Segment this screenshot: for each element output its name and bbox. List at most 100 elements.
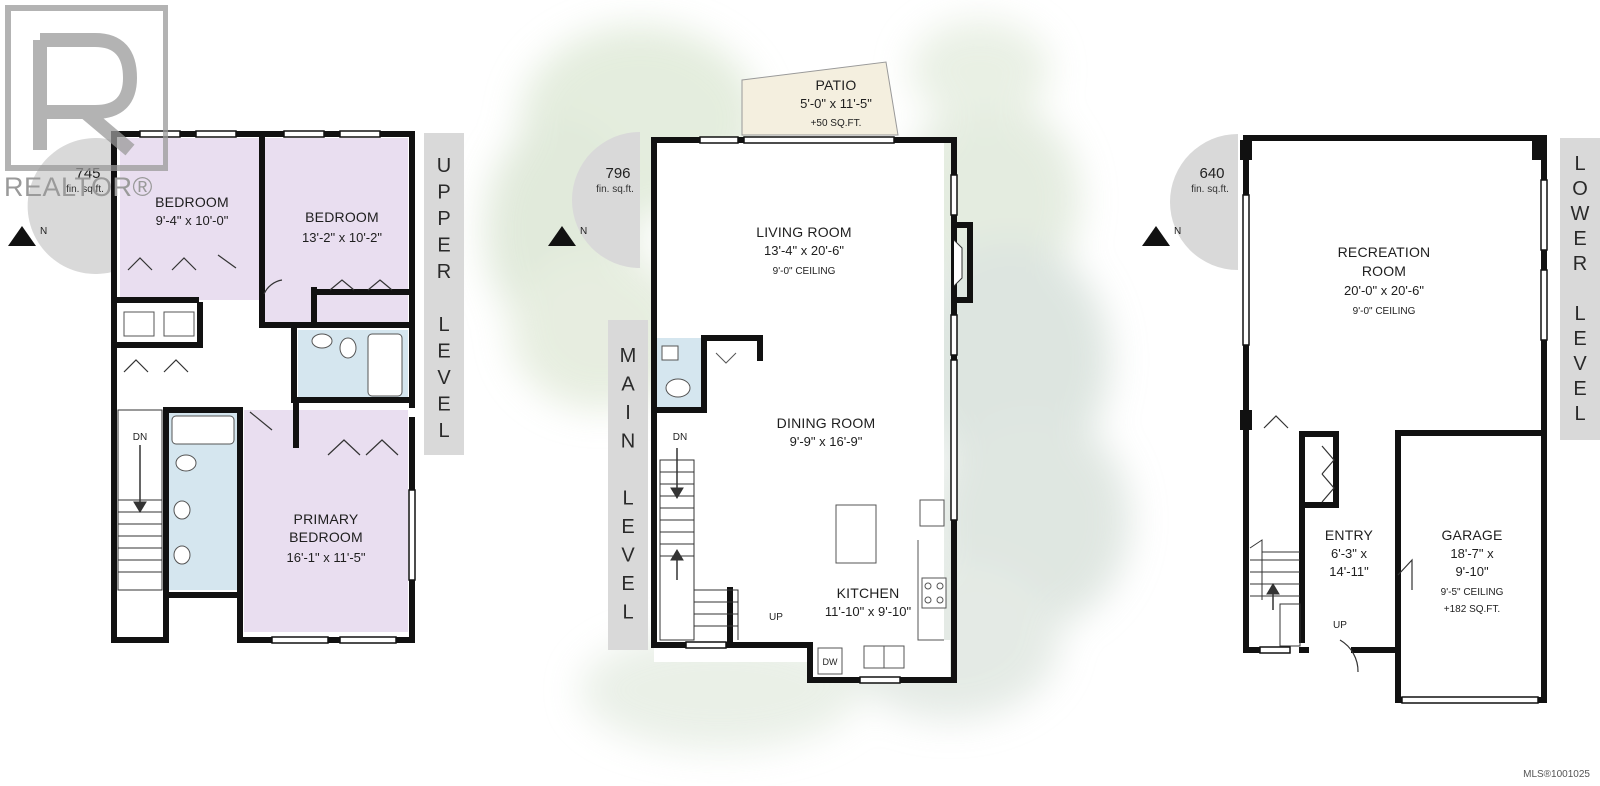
realtor-watermark-text: REALTOR® (4, 172, 153, 202)
fireplace-icon (953, 239, 963, 287)
upper-level-letter: P (437, 208, 450, 230)
upper-level-letter: L (438, 420, 449, 442)
main-level-letter: E (621, 573, 634, 595)
main-sqft-badge: 796 fin. sq.ft. N (548, 132, 640, 268)
upper-closet-doors (123, 254, 399, 456)
bedroom-1-name: BEDROOM (155, 194, 229, 210)
lower-level-letter: W (1571, 203, 1590, 225)
patio-fill (741, 61, 899, 136)
main-north-label: N (580, 226, 587, 237)
lower-windows (1242, 179, 1548, 704)
upper-level-letter: E (437, 341, 450, 363)
upper-sqft-badge: 745 fin. sq.ft. N (8, 138, 112, 274)
lower-north-label: N (1174, 226, 1181, 237)
bedroom-2-fill (262, 138, 408, 328)
entry-name: ENTRY (1325, 527, 1374, 543)
recreation-room-ceiling: 9'-0" CEILING (1353, 306, 1416, 317)
garage-dimensions-1: 18'-7" x (1450, 546, 1494, 561)
north-arrow-icon (8, 226, 36, 246)
mls-number: MLS®1001025 (1523, 769, 1590, 780)
lower-doors (1263, 415, 1413, 673)
realtor-logo (5, 5, 168, 171)
lower-level-letter: E (1573, 378, 1586, 400)
garage-ceiling: 9'-5" CEILING (1441, 587, 1504, 598)
upper-stair (117, 409, 163, 591)
upper-north-label: N (40, 226, 47, 237)
main-level-letter: M (620, 345, 637, 367)
upper-level-letter: E (437, 235, 450, 257)
main-level-letter: L (622, 488, 633, 510)
upper-level-letter: E (437, 394, 450, 416)
living-room-dimensions: 13'-4" x 20'-6" (764, 243, 844, 258)
kitchen-dimensions: 11'-10" x 9'-10" (825, 604, 912, 619)
upper-level-letter: R (437, 261, 451, 283)
main-level-letter: L (622, 602, 633, 624)
lower-level-letter: E (1573, 328, 1586, 350)
lower-level-letter: R (1573, 253, 1587, 275)
living-room-ceiling: 9'-0" CEILING (773, 266, 836, 277)
upper-level-letter: V (437, 367, 451, 389)
main-level-letter: E (621, 516, 634, 538)
patio-name: PATIO (816, 77, 857, 93)
patio-dimensions: 5'-0" x 11'-5" (800, 96, 872, 111)
living-room-name: LIVING ROOM (756, 224, 852, 240)
north-arrow-icon (548, 226, 576, 246)
garage-dimensions-2: 9'-10" (1455, 564, 1489, 579)
primary-bedroom-dimensions: 16'-1" x 11'-5" (287, 550, 366, 565)
main-level-letter: A (621, 374, 635, 396)
lower-level-label-bar (1560, 138, 1600, 440)
primary-bedroom-name-2: BEDROOM (289, 529, 363, 545)
bedroom-2-dimensions: 13'-2" x 10'-2" (302, 230, 382, 245)
main-stair-dn-label: DN (673, 432, 687, 443)
upper-walls (111, 131, 415, 643)
lower-level-letter: L (1574, 403, 1585, 425)
lower-stair (1249, 539, 1301, 647)
main-stair (659, 448, 739, 641)
lower-level-letter: O (1572, 178, 1588, 200)
upper-stair-label: DN (133, 432, 147, 443)
entry-dimensions-2: 14'-11" (1329, 564, 1369, 579)
main-level-letter: I (625, 402, 631, 424)
kitchen-name: KITCHEN (837, 585, 900, 601)
lower-sqft-badge: 640 fin. sq.ft. N (1142, 134, 1238, 270)
garage-extra-area: +182 SQ.FT. (1444, 604, 1500, 615)
entry-dimensions-1: 6'-3" x (1331, 546, 1367, 561)
north-arrow-icon (1142, 226, 1170, 246)
dishwasher-label: DW (823, 657, 838, 667)
main-level-letter: V (621, 545, 635, 567)
upper-level-label-bar (424, 133, 464, 455)
lower-stair-up-label: UP (1333, 620, 1347, 631)
upper-fixtures (123, 311, 403, 565)
dining-room-dimensions: 9'-9" x 16'-9" (790, 434, 863, 449)
main-windows (685, 136, 958, 684)
upper-level-letter: U (437, 155, 451, 177)
main-sqft-value: 796 (605, 165, 630, 182)
main-stair-up-label: UP (769, 612, 783, 623)
lower-level-letter: V (1573, 353, 1587, 375)
garage-name: GARAGE (1441, 527, 1502, 543)
lower-level-letter: L (1574, 153, 1585, 175)
dining-room-name: DINING ROOM (777, 415, 876, 431)
main-fixtures (661, 345, 947, 675)
upper-sqft-unit: fin. sq.ft. (66, 184, 104, 195)
recreation-room-dimensions: 20'-0" x 20'-6" (1344, 283, 1424, 298)
upper-windows (139, 130, 416, 644)
bedroom-2-name: BEDROOM (305, 209, 379, 225)
main-level-label-bar (608, 320, 648, 650)
upper-level-letter: L (438, 314, 449, 336)
upper-level-letter: P (437, 182, 450, 204)
lower-sqft-unit: fin. sq.ft. (1191, 184, 1229, 195)
lower-corner-posts (1240, 140, 1544, 430)
recreation-room-name-2: ROOM (1362, 263, 1406, 279)
main-level-letter: N (621, 431, 635, 453)
main-walls (651, 137, 973, 683)
primary-bedroom-fill (244, 410, 408, 632)
